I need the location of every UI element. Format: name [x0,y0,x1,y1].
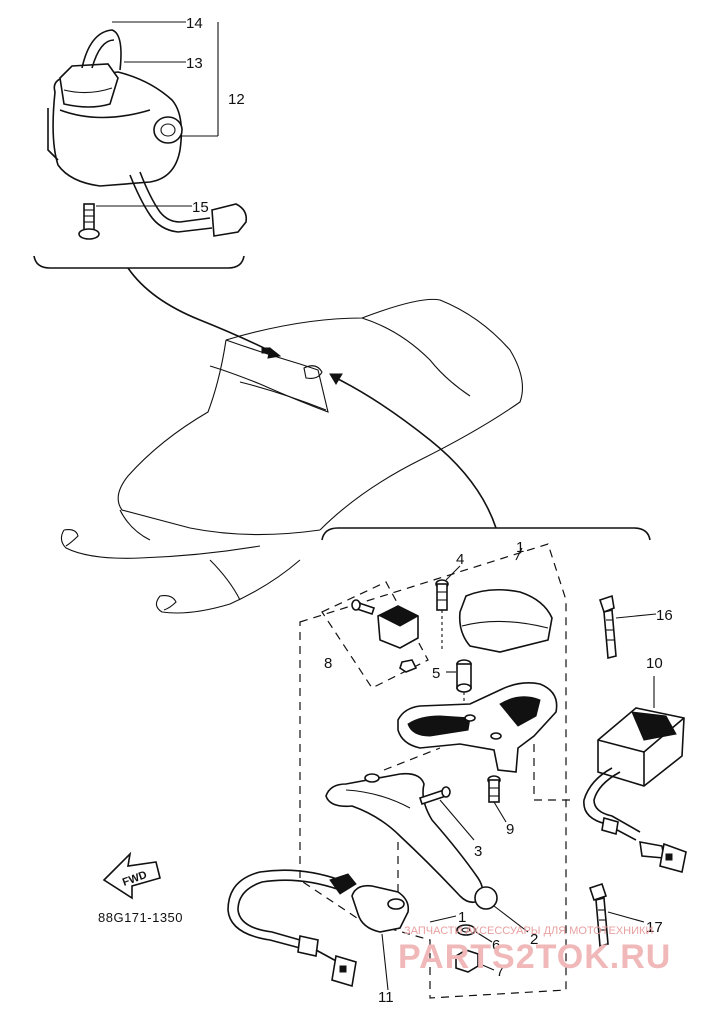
push-button-edge [63,87,113,94]
screw-9 [487,775,507,823]
switch-cable-2 [139,171,211,223]
drawing-code: 88G171-1350 [98,910,183,925]
leader-11 [381,933,389,991]
screw-15-head [78,228,100,240]
ski-left-tip [63,529,79,547]
sensor-shaft [387,898,405,910]
lever-holder-shade [407,715,471,737]
fwd-arrow-shape [102,851,161,900]
leader-2 [493,905,529,933]
watermark-tagline: ЗАПЧАСТИ АКСЕССУАРЫ ДЛЯ МОТОТЕХНИКИ [404,925,653,937]
unit-10-cable [583,767,637,841]
callout-9: 9 [506,821,514,838]
cable-tie-16 [598,594,657,660]
main-assembly-bracket [321,527,651,541]
control-unit-10 [583,676,687,873]
push-button [59,63,119,108]
watermark-site: PARTS2TOK.RU [398,938,671,976]
switch-knob-center [160,123,176,137]
hood-outline [117,339,321,536]
unit-10-plug [639,841,665,859]
callout-2: 2 [530,931,538,948]
switch-assembly-inset [33,21,248,269]
leader-1 [515,547,523,561]
callout-13: 13 [186,55,203,72]
callout-6: 6 [492,937,500,954]
assembly-1-boundary [299,543,567,999]
mount-mark-2 [303,365,323,379]
nut-7 [455,949,495,973]
nut-8 [399,659,418,673]
assembly-pointer-line [335,377,497,529]
lever-pivot [364,773,380,783]
collar-5 [446,659,472,712]
inset-pointer-line [127,267,273,353]
screw-3 [418,786,475,841]
windshield-line [239,381,327,411]
cable-tie-17 [588,882,645,948]
snowmobile-outline [60,298,523,614]
switch-cable [129,174,213,233]
callout-10: 10 [646,655,663,672]
lever-cover-edge [461,620,549,629]
callout-1: 1 [516,539,524,556]
sensor-plug-wire [315,949,339,963]
group-8-parts [351,599,420,673]
unit-10-sleeve [601,816,619,836]
callout-15: 15 [192,199,209,216]
switch-connector [211,203,248,237]
washer-6 [456,924,493,943]
seat-line [361,317,471,397]
callout-12: 12 [228,91,245,108]
throttle-sensor [227,869,410,991]
ski-right [155,559,301,614]
sensor-cable-2 [237,879,341,941]
lever-cover [458,588,553,653]
lever-holder-shade-2 [499,696,541,727]
callout-1b: 1 [458,909,466,926]
switch-knob [153,116,183,144]
sensor-clamp [329,873,357,895]
group-8-boundary [321,581,429,689]
ski-strut-right [209,559,241,601]
unit-10-connector [659,842,687,873]
inset-bracket [33,255,245,269]
callout-5: 5 [432,665,440,682]
fwd-arrow: FWD [102,851,161,900]
switch-loop-wire [81,29,122,71]
callout-16: 16 [656,607,673,624]
leader-1b [429,915,457,923]
bolt-4 [435,565,461,650]
callout-11: 11 [378,989,394,1006]
screw-15 [83,203,95,231]
unit-10-connector-block [631,711,677,741]
sensor-body [351,884,410,933]
ski-left [60,529,261,559]
callout-8: 8 [324,655,332,672]
mount-mark-1 [261,347,271,354]
callout-17: 17 [646,919,663,936]
windshield-and-body [225,298,523,531]
sensor-plug-sleeve [297,935,319,957]
housing-edge [47,108,59,161]
align-line-1 [383,747,441,771]
callout-4: 4 [456,551,464,568]
callout-7: 7 [496,963,504,980]
callout-14: 14 [186,15,203,32]
housing-rim [59,109,151,119]
lever-edge [345,789,411,809]
lever-ball-end [474,886,498,910]
sensor-cable [227,869,341,949]
ski-right-tip [159,595,177,611]
ski-strut-left [119,509,151,541]
unit-10-cable-2 [593,771,641,833]
callout-3: 3 [474,843,482,860]
assembly-pointer-arrow [329,373,343,385]
block-8-top [378,605,420,627]
switch-loop-inner [91,39,115,69]
